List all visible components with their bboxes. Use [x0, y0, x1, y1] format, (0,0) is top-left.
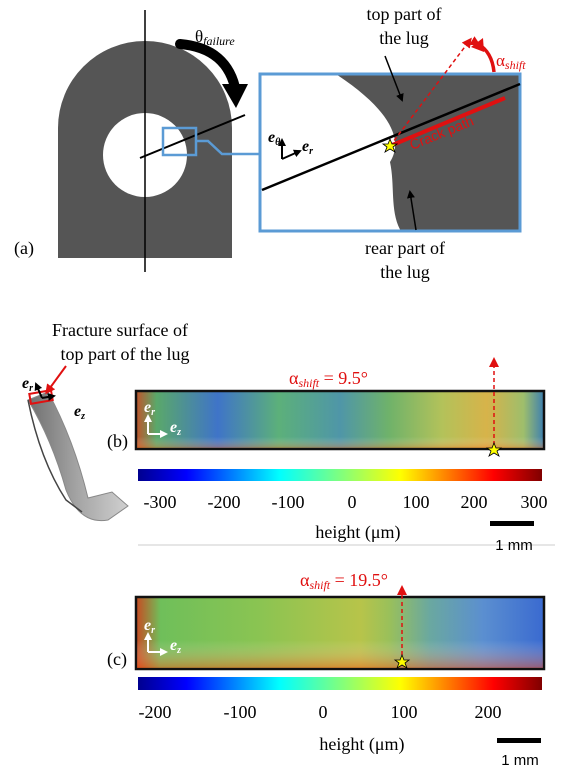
panel-b-e-r-label: er [144, 399, 155, 418]
panel-b-colorbar-ticks: -300 -200 -100 0 100 200 300 [144, 492, 548, 512]
lug3d-e-z-arrow [41, 393, 56, 401]
alpha-shift-arc-head [471, 38, 484, 52]
panel-b-surface-shade [137, 392, 543, 448]
fracture-note-line1: Fracture surface of [52, 320, 188, 340]
colorbar-tick: 0 [348, 492, 357, 512]
colorbar-tick: 200 [461, 492, 488, 512]
panel-a: θfailure αshift Crack path eθ er top par… [14, 4, 526, 282]
rotation-arrow-head [222, 84, 248, 108]
panel-c-star [393, 653, 411, 669]
fracture-note-pointer [45, 365, 67, 395]
colorbar-tick: -300 [144, 492, 177, 512]
lug-3d-model [27, 391, 129, 522]
panel-c-label: (c) [107, 649, 127, 670]
zoom-connector [196, 139, 260, 156]
rear-part-pointer [406, 190, 417, 231]
colorbar-tick: -100 [272, 492, 305, 512]
panel-c-e-r-label: er [144, 617, 155, 636]
colorbar-tick: 200 [475, 702, 502, 722]
top-part-label-line2: the lug [379, 28, 429, 48]
fracture-note-line2: top part of the lug [61, 344, 190, 364]
lug-3d-inner [27, 399, 83, 513]
rear-part-label-line2: the lug [380, 262, 430, 282]
panel-c-colorbar-label: height (μm) [319, 734, 404, 755]
panel-c-alpha-label: αshift = 19.5° [300, 570, 388, 592]
panel-b-e-z-label: ez [170, 419, 181, 438]
e-theta-label: eθ [268, 129, 281, 148]
panel-c-surface-shade [137, 598, 543, 668]
rear-part-label-line1: rear part of [365, 238, 445, 258]
panel-b-colorbar [138, 469, 542, 481]
colorbar-tick: 100 [391, 702, 418, 722]
fracture-note: Fracture surface of top part of the lug … [22, 320, 190, 522]
theta-failure-label: θfailure [195, 27, 235, 48]
failure-line [139, 114, 246, 159]
top-part-pointer [384, 55, 404, 102]
panel-c-colorbar-ticks: -200 -100 0 100 200 [139, 702, 502, 722]
panel-b-label: (b) [107, 431, 128, 452]
alpha-shift-label: αshift [496, 51, 526, 72]
panel-c-colorbar [138, 677, 542, 690]
e-r-label: er [302, 138, 313, 157]
colorbar-tick: 100 [403, 492, 430, 512]
panel-c-scale-label: 1 mm [501, 752, 539, 769]
panel-b-scale-bar [490, 521, 534, 526]
colorbar-tick: 300 [521, 492, 548, 512]
panel-b-colorbar-label: height (μm) [315, 522, 400, 543]
inset-failure-line [261, 82, 521, 192]
panel-b-star [485, 441, 503, 457]
panel-b: αshift = 9.5° er ez (b) -300 -200 -100 0… [107, 357, 555, 554]
colorbar-tick: -200 [139, 702, 172, 722]
inset-lug-material [338, 75, 519, 230]
colorbar-tick: 0 [319, 702, 328, 722]
rotation-arrow [175, 39, 241, 97]
panel-b-alpha-label: αshift = 9.5° [289, 368, 368, 390]
top-part-label-line1: top part of [367, 4, 442, 24]
alpha-shift-dashed [389, 37, 472, 147]
panel-b-scale-label: 1 mm [495, 537, 533, 554]
panel-c-e-z-label: ez [170, 637, 181, 656]
colorbar-tick: -200 [208, 492, 241, 512]
colorbar-tick: -100 [224, 702, 257, 722]
panel-a-label: (a) [14, 238, 34, 259]
crack-origin-star [381, 137, 399, 153]
e-r-arrow [281, 149, 302, 160]
panel-c: αshift = 19.5° er ez (c) -200 -100 0 100… [107, 570, 546, 769]
lug3d-e-z-label: ez [74, 403, 85, 422]
lug3d-e-r-arrow [34, 382, 43, 399]
panel-c-scale-bar [497, 738, 541, 743]
crack-path-line [389, 96, 506, 148]
lug3d-e-r-label: er [22, 375, 33, 394]
